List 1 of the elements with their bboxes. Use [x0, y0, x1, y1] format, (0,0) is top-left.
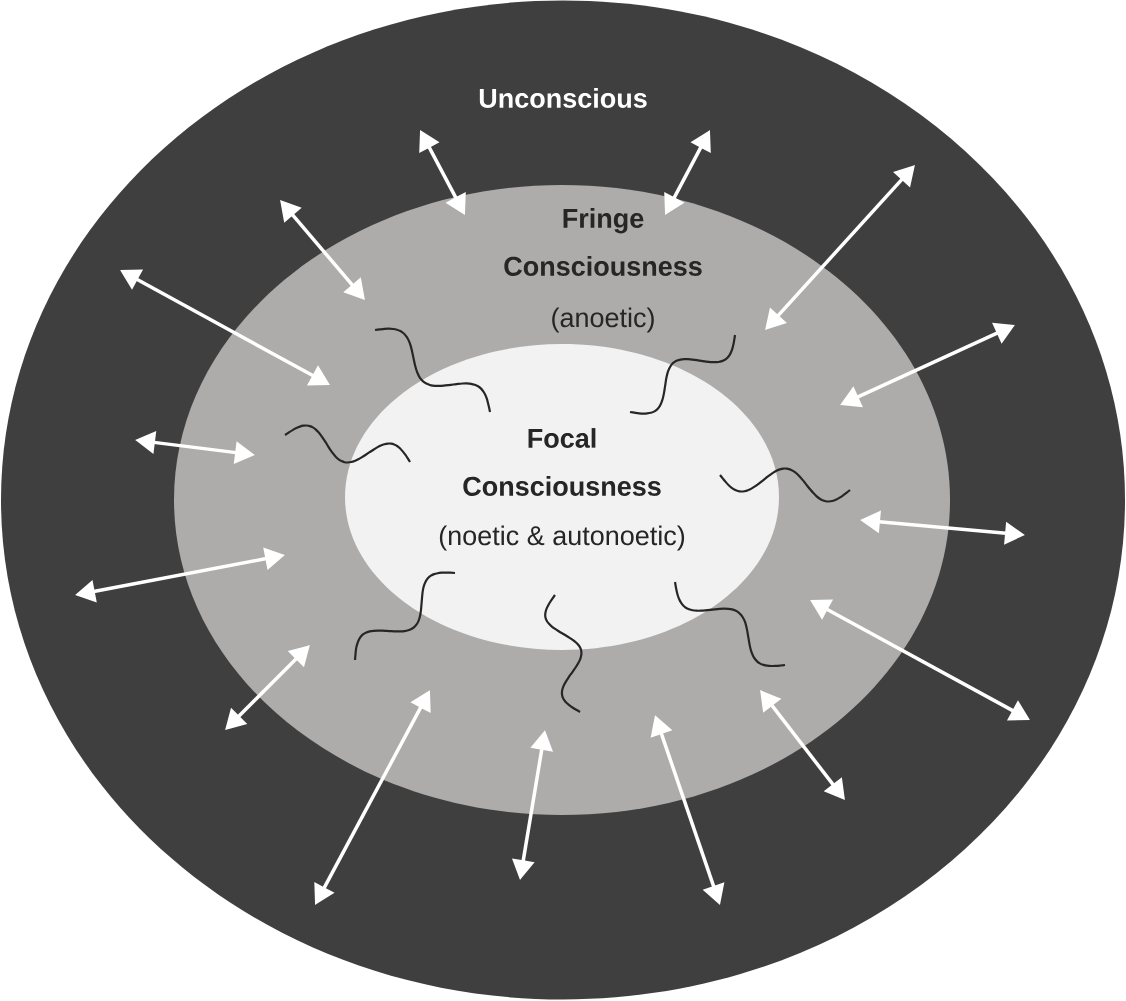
ellipse-region: Focal Consciousness (noetic & autonoetic) — [345, 344, 779, 650]
